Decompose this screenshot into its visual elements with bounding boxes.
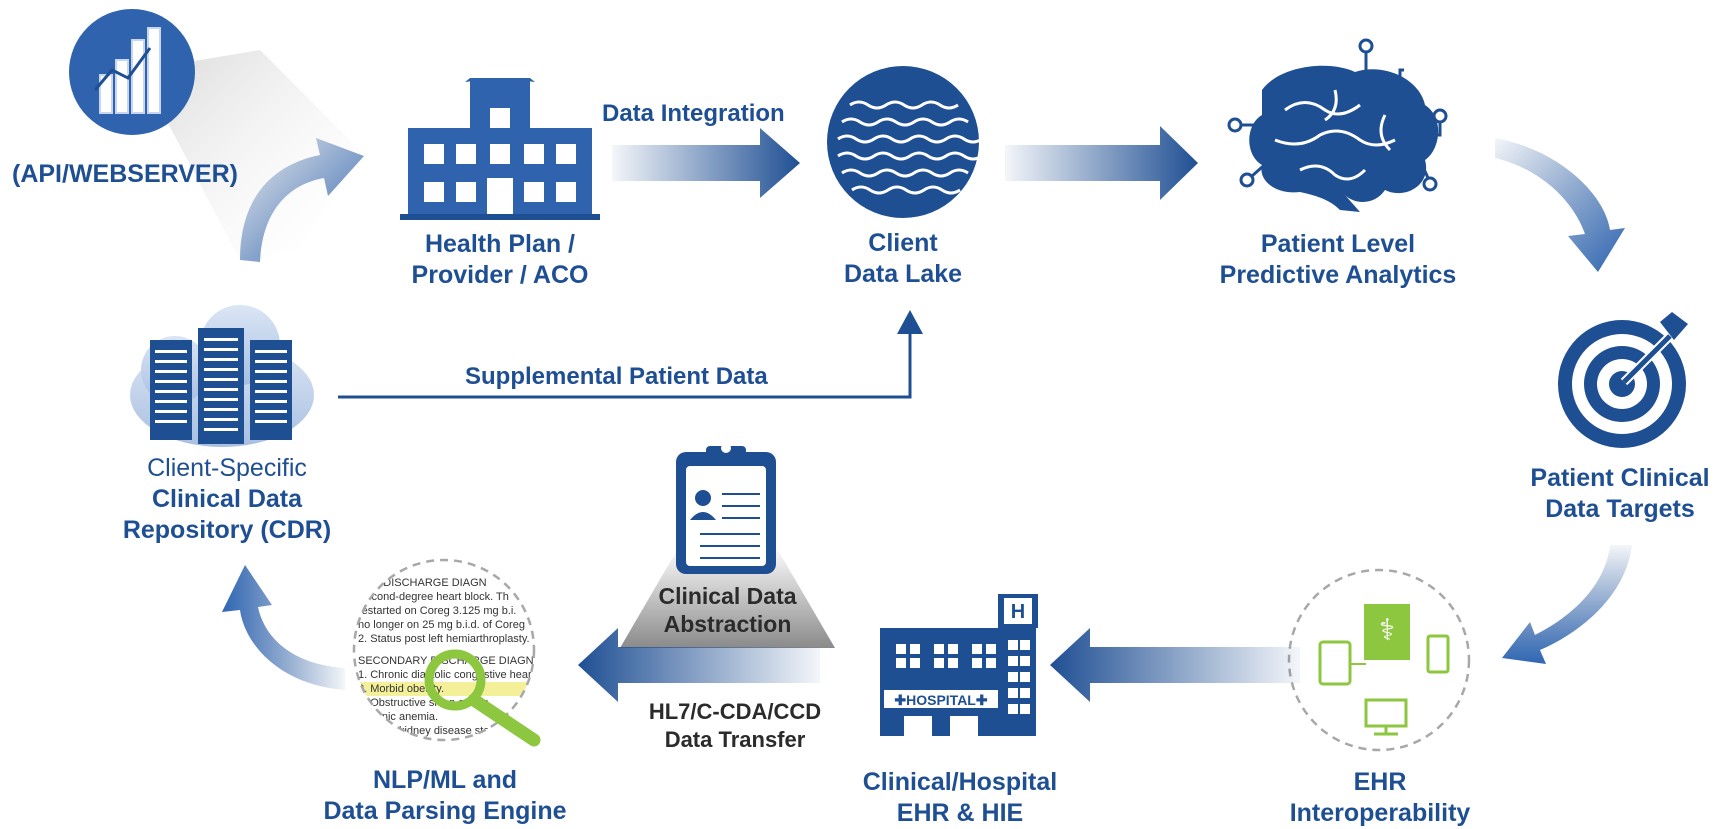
targets-curve-arrow — [1495, 138, 1625, 272]
hl7-label: HL7/C-CDA/CCD Data Transfer — [648, 699, 822, 752]
hospital-building-icon — [400, 78, 600, 220]
clipboard-icon — [676, 443, 776, 574]
svg-text:⚕: ⚕ — [1379, 613, 1395, 648]
document-line: 1. Chronic diastolic congestive heart — [358, 669, 535, 681]
document-line: Chronic anemia. — [358, 711, 438, 723]
analytics-label: Patient Level Predictive Analytics — [1219, 230, 1457, 289]
hospital-arrow — [1050, 628, 1300, 702]
data-integration-arrow — [612, 128, 800, 198]
interop-curve-arrow — [1502, 545, 1632, 664]
data-lake-label: Client Data Lake — [843, 229, 963, 288]
connected-devices-icon: ⚕ — [1287, 568, 1471, 752]
ehr-interop-label: EHR Interoperability — [1289, 768, 1471, 827]
circuit-brain-icon — [1227, 38, 1448, 212]
nlp-arrow — [578, 628, 820, 702]
cdr-curve-arrow — [222, 565, 345, 690]
abstraction-funnel — [620, 545, 835, 648]
hospital-sign: ✚HOSPITAL✚ — [894, 692, 987, 708]
api-label: (API/WEBSERVER) — [12, 160, 238, 188]
hospital-icon: H ✚HOSPITAL✚ — [880, 594, 1038, 736]
document-line: SECONDARY DISCHARGE DIAGNO — [358, 655, 543, 667]
document-line: restarted on Coreg 3.125 mg b.i. — [358, 605, 516, 617]
supplemental-data-connector — [338, 310, 923, 399]
hospital-h-badge: H — [1011, 601, 1025, 623]
supplemental-data-label: Supplemental Patient Data — [465, 363, 768, 390]
bar-chart-icon — [69, 9, 195, 135]
magnifier-document-icon: ARY DISCHARGE DIAGN Second-degree heart b… — [352, 558, 543, 747]
document-line: no longer on 25 mg b.i.d. of Coreg — [358, 619, 525, 631]
document-line: 2. Status post left hemiarthroplasty. — [358, 633, 530, 645]
data-integration-label: Data Integration — [602, 100, 785, 127]
document-line: 2. Morbid obesity. — [358, 683, 444, 695]
hospital-label: Clinical/Hospital EHR & HIE — [862, 768, 1058, 827]
analytics-arrow — [1005, 126, 1198, 200]
water-waves-icon — [827, 66, 983, 218]
targets-label: Patient Clinical Data Targets — [1530, 464, 1710, 523]
nlp-label: NLP/ML and Data Parsing Engine — [323, 766, 567, 825]
api-curve-arrow — [240, 138, 364, 262]
target-arrow-icon — [1558, 312, 1688, 448]
abstraction-label: Clinical Data Abstraction — [658, 583, 797, 637]
api-sweep-shadow — [140, 50, 360, 260]
document-line: ARY DISCHARGE DIAGN — [358, 577, 487, 589]
health-plan-label: Health Plan / Provider / ACO — [411, 230, 589, 289]
document-line: Second-degree heart block. Th — [358, 591, 509, 603]
server-cloud-icon — [130, 305, 314, 447]
cdr-label: Client-Specific Clinical Data Repository… — [122, 454, 332, 544]
